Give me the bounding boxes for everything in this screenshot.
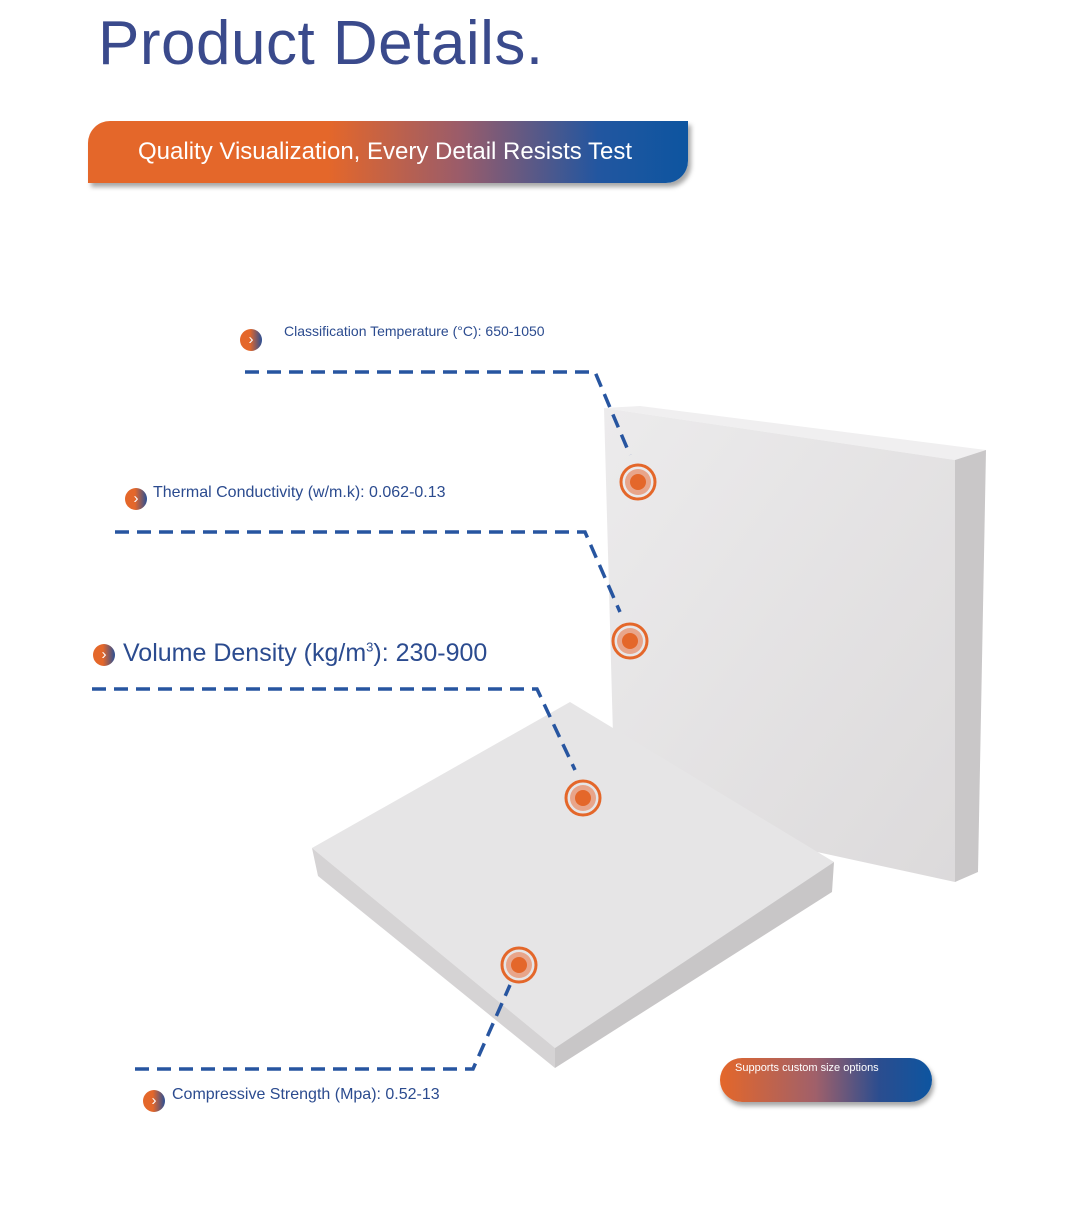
- banner: Quality Visualization, Every Detail Resi…: [88, 121, 688, 183]
- custom-size-badge: Supports custom size options: [720, 1058, 932, 1102]
- lying-board: [312, 702, 834, 1068]
- spec-thermal-conductivity: Thermal Conductivity (w/m.k): 0.062-0.13: [153, 484, 446, 501]
- chevron-right-icon: ›: [93, 644, 115, 666]
- spec-classification-temperature: Classification Temperature (°C): 650-105…: [284, 323, 545, 339]
- banner-text: Quality Visualization, Every Detail Resi…: [138, 138, 632, 165]
- spec-volume-density-value: ): 230-900: [373, 639, 488, 667]
- superscript: 3: [366, 639, 374, 655]
- chevron-right-icon: ›: [240, 329, 262, 351]
- leader-lines: [92, 370, 632, 1071]
- spec-volume-density-text: Volume Density (kg/m: [123, 639, 367, 667]
- spec-compressive-strength: Compressive Strength (Mpa): 0.52-13: [172, 1086, 440, 1103]
- spec-volume-density: Volume Density (kg/m3): 230-900: [123, 639, 487, 668]
- badge-text: Supports custom size options: [735, 1062, 879, 1074]
- hotspot-markers: [500, 463, 657, 984]
- page-title: Product Details.: [98, 9, 544, 78]
- standing-board: [604, 406, 986, 882]
- chevron-right-icon: ›: [125, 488, 147, 510]
- chevron-right-icon: ›: [143, 1090, 165, 1112]
